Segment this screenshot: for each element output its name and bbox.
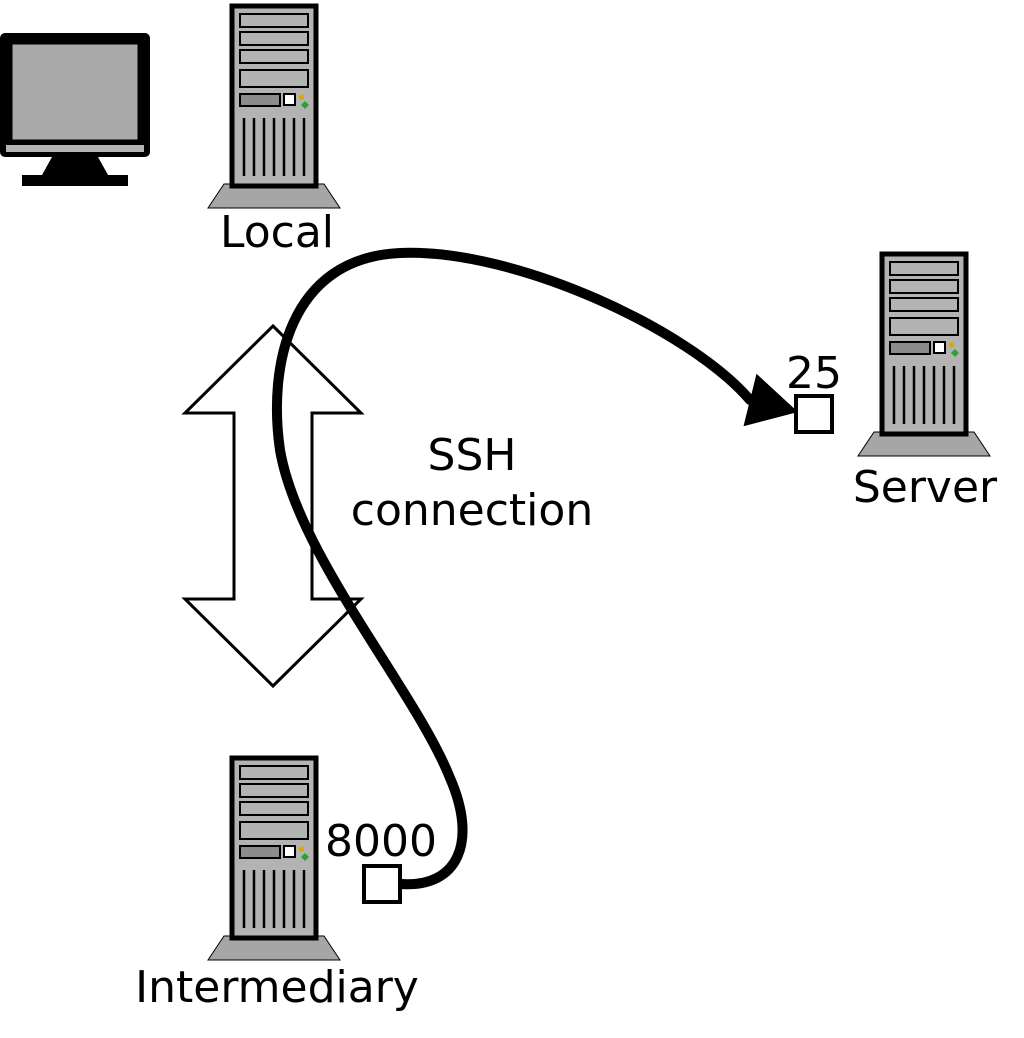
server-port-square	[794, 394, 834, 434]
local-computer-tower-icon	[208, 6, 340, 208]
tunnel-arrowhead-icon	[743, 373, 798, 427]
ssh-connection-label-line2: connection	[351, 485, 593, 536]
server-label: Server	[853, 462, 998, 513]
server-computer-tower-icon	[858, 254, 990, 456]
intermediary-port-label: 8000	[325, 816, 437, 867]
double-headed-arrow-icon	[181, 323, 365, 689]
local-label: Local	[220, 207, 334, 258]
ssh-connection-label-line1: SSH	[428, 430, 517, 481]
intermediary-computer-tower-icon	[208, 758, 340, 960]
intermediary-port-square	[362, 864, 402, 904]
curved-tunnel-arrow-icon	[271, 247, 755, 890]
intermediary-label: Intermediary	[135, 962, 419, 1013]
monitor-icon	[0, 31, 152, 188]
server-port-label: 25	[786, 348, 842, 399]
